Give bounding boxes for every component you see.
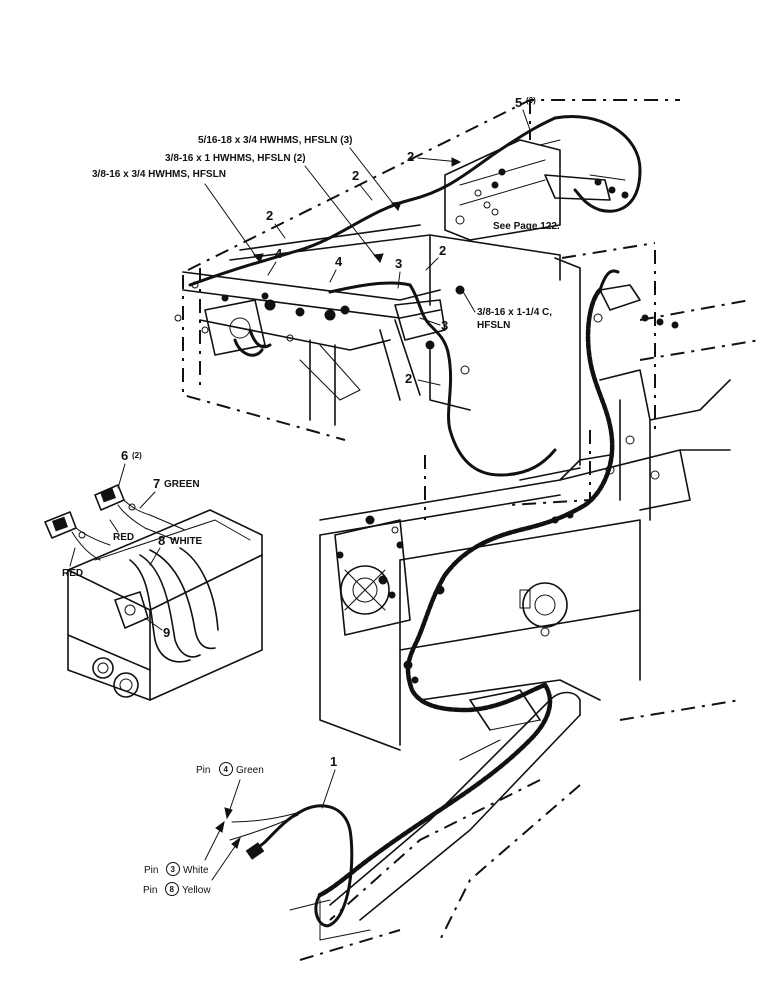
label-red-upper: RED xyxy=(113,532,134,543)
callout-2c: 2 xyxy=(266,208,273,223)
callout-5: 5 xyxy=(515,95,522,110)
callout-2d: 2 xyxy=(439,243,446,258)
pin-labels: Pin 4 Green Pin 3 White Pin 8 Yellow xyxy=(143,762,264,896)
upper-harness xyxy=(188,115,642,477)
callout-4a: 4 xyxy=(275,246,283,261)
callout-6-qty: (2) xyxy=(132,451,142,460)
label-bolt-5-16: 5/16-18 x 3/4 HWHMS, HFSLN (3) xyxy=(198,135,352,146)
pin-3-label: Pin 3 White xyxy=(144,820,225,876)
svg-text:3: 3 xyxy=(171,865,176,874)
svg-text:Pin: Pin xyxy=(143,885,157,896)
callout-5-qty: (3) xyxy=(526,96,536,105)
callout-9: 9 xyxy=(163,625,170,640)
callout-4b: 4 xyxy=(335,254,343,269)
pin-4-label: Pin 4 Green xyxy=(196,762,264,820)
lower-frame xyxy=(289,299,761,961)
svg-text:Pin: Pin xyxy=(196,765,210,776)
label-bolt-3-8-114-line2: HFSLN xyxy=(477,320,510,331)
label-white: WHITE xyxy=(170,536,203,547)
label-bolt-3-8-114-line1: 3/8-16 x 1-1/4 C, xyxy=(477,307,552,318)
callout-3a: 3 xyxy=(395,256,402,271)
label-see-page: See Page 122. xyxy=(493,221,560,232)
svg-text:Pin: Pin xyxy=(144,865,158,876)
callout-6: 6 xyxy=(121,448,128,463)
label-bolt-3-8-1: 3/8-16 x 1 HWHMS, HFSLN (2) xyxy=(165,153,306,164)
label-red-lower: RED xyxy=(62,568,83,579)
svg-text:White: White xyxy=(183,865,209,876)
pin-8-label: Pin 8 Yellow xyxy=(143,836,241,896)
callout-1: 1 xyxy=(330,754,337,769)
callout-2b: 2 xyxy=(352,168,359,183)
control-box: 6 (2) 7 GREEN 8 WHITE RED RED 9 xyxy=(44,448,263,701)
svg-text:8: 8 xyxy=(170,885,175,894)
callout-2a: 2 xyxy=(407,149,414,164)
lower-harness xyxy=(317,269,620,898)
callout-8: 8 xyxy=(158,533,165,548)
callout-3b: 3 xyxy=(441,318,448,333)
callout-7: 7 xyxy=(153,476,160,491)
harness-item-1: 1 xyxy=(229,754,354,928)
svg-text:4: 4 xyxy=(224,765,229,774)
label-green: GREEN xyxy=(164,479,200,490)
upper-callouts: 5 (3) 5/16-18 x 3/4 HWHMS, HFSLN (3) 3/8… xyxy=(92,95,560,386)
upper-frame xyxy=(174,99,680,506)
svg-text:Green: Green xyxy=(236,765,264,776)
callout-2e: 2 xyxy=(405,371,412,386)
svg-text:Yellow: Yellow xyxy=(182,885,211,896)
label-bolt-3-8-3-4: 3/8-16 x 3/4 HWHMS, HFSLN xyxy=(92,169,226,180)
